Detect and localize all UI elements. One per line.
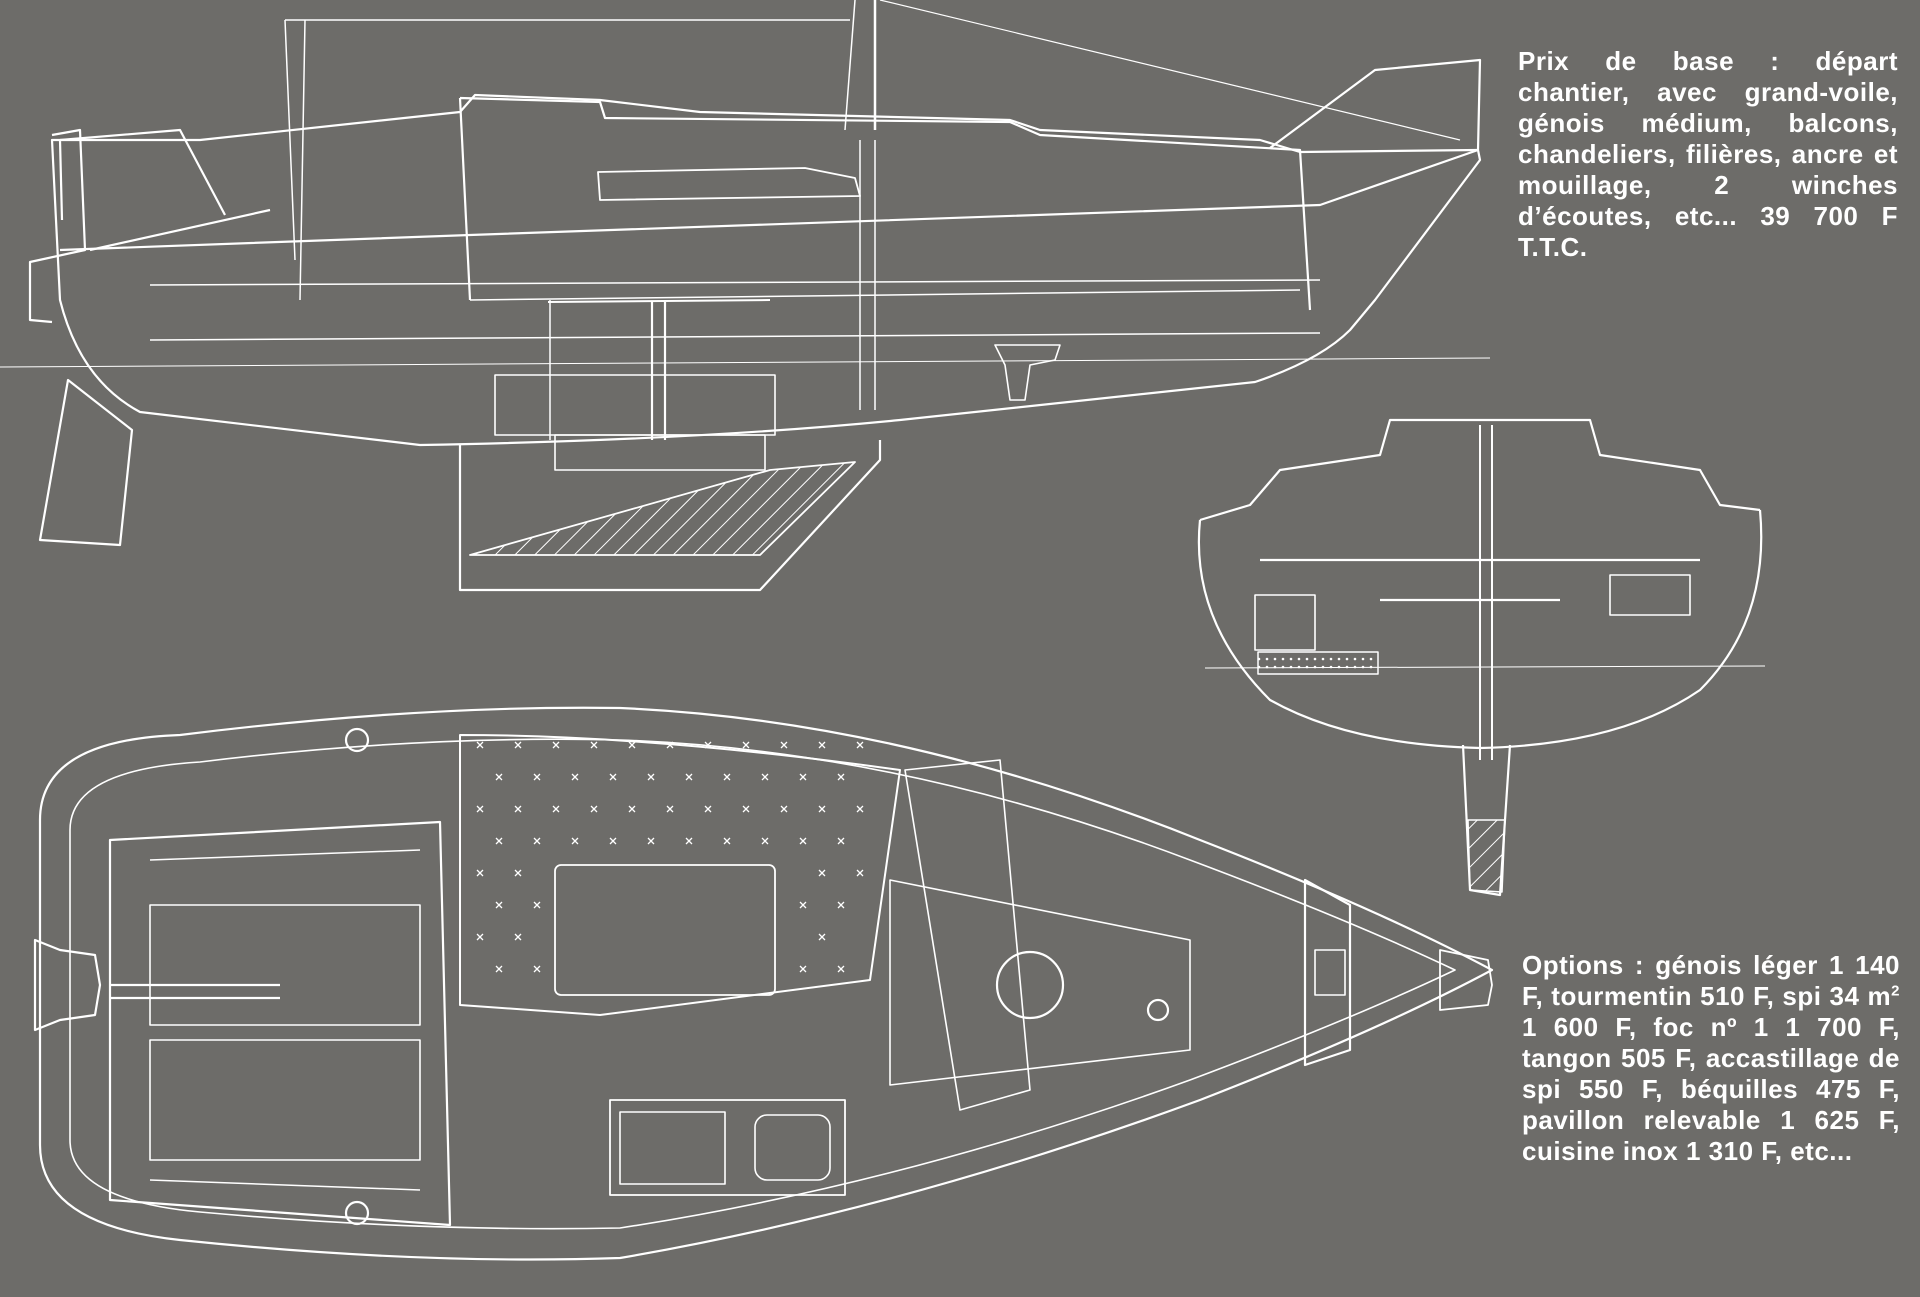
cushion-cross — [533, 965, 541, 973]
section-deck — [1199, 418, 1761, 522]
cushion-cross — [495, 965, 503, 973]
cushion-cross — [704, 805, 712, 813]
cabin-top — [458, 96, 1312, 311]
cushion-cross — [856, 741, 864, 749]
cushion-cross — [476, 805, 484, 813]
cushion-cross — [590, 805, 598, 813]
cushion-cross — [818, 933, 826, 941]
options-superscript: 2 — [1891, 982, 1900, 1000]
section-floor — [1257, 651, 1379, 675]
bow-pulpit — [1269, 58, 1482, 151]
cushion-cross — [552, 741, 560, 749]
cushion-cross — [666, 805, 674, 813]
options-text-part1: Options : génois léger 1 140 F, tourment… — [1522, 950, 1900, 1011]
cushion-cross — [685, 773, 693, 781]
cushion-cross — [685, 837, 693, 845]
waterline-side — [0, 357, 1491, 368]
keel-ballast — [469, 461, 856, 556]
rudder — [38, 378, 134, 547]
base-price-caption: Prix de base : départ chantier, avec gra… — [1518, 46, 1898, 262]
cushion-cross — [533, 901, 541, 909]
cushion-cross — [818, 805, 826, 813]
cushion-cross — [476, 869, 484, 877]
transom — [28, 128, 87, 324]
cushion-cross — [666, 741, 674, 749]
cabin-window — [597, 167, 861, 201]
cushion-cross — [552, 805, 560, 813]
cushion-cross — [533, 837, 541, 845]
saloon-cushions — [459, 734, 901, 1016]
deck-plan-view — [33, 706, 1494, 1261]
cushion-cross — [514, 805, 522, 813]
cross-section-view — [1197, 418, 1766, 897]
cushion-cross — [647, 837, 655, 845]
options-text-part2: 1 600 F, foc nº 1 1 700 F, tangon 505 F,… — [1522, 1012, 1900, 1166]
cushion-cross — [514, 869, 522, 877]
cushion-cross — [476, 933, 484, 941]
cockpit — [108, 820, 452, 1227]
cushion-cross — [761, 773, 769, 781]
options-caption: Options : génois léger 1 140 F, tourment… — [1522, 950, 1900, 1167]
galley-counter — [609, 1099, 846, 1196]
cushion-cross — [628, 741, 636, 749]
toilet-plan — [995, 950, 1065, 1020]
cushion-cross — [799, 837, 807, 845]
sink — [754, 1114, 831, 1181]
cushion-cross — [514, 933, 522, 941]
cushion-cross — [609, 837, 617, 845]
cushion-cross — [780, 741, 788, 749]
cushion-cross — [799, 965, 807, 973]
cushion-cross — [647, 773, 655, 781]
cushion-cross — [837, 837, 845, 845]
pushpit — [58, 128, 271, 252]
hull-profile — [50, 93, 1482, 447]
cushion-cross — [628, 805, 636, 813]
cushion-cross — [856, 869, 864, 877]
cushion-cross — [780, 805, 788, 813]
cushion-cross — [723, 837, 731, 845]
stern-fitting — [33, 938, 102, 1032]
cushion-cross — [533, 773, 541, 781]
cushion-cross — [856, 805, 864, 813]
cushion-cross — [837, 773, 845, 781]
cushion-cross — [818, 869, 826, 877]
deck-line — [59, 148, 1479, 252]
side-profile-view — [0, 0, 1491, 592]
fore-hatch — [1303, 878, 1352, 1067]
cushion-cross — [514, 741, 522, 749]
cushion-cross — [761, 837, 769, 845]
keel — [458, 440, 882, 592]
bow-fitting — [1439, 949, 1493, 1011]
plan-hull-outline — [38, 706, 1494, 1261]
cushion-cross — [495, 773, 503, 781]
cushion-cross — [837, 901, 845, 909]
cushion-cross — [609, 773, 617, 781]
cushion-cross — [495, 837, 503, 845]
cushion-cross — [742, 741, 750, 749]
cushion-pattern — [476, 741, 864, 973]
cushion-cross — [818, 741, 826, 749]
cushion-cross — [742, 805, 750, 813]
cushion-cross — [704, 741, 712, 749]
cushion-cross — [723, 773, 731, 781]
cushion-cross — [799, 901, 807, 909]
stove — [619, 1111, 726, 1185]
cushion-cross — [571, 773, 579, 781]
cushion-cross — [571, 837, 579, 845]
cushion-cross — [837, 965, 845, 973]
cushion-cross — [590, 741, 598, 749]
cushion-cross — [799, 773, 807, 781]
cushion-cross — [476, 741, 484, 749]
cushion-cross — [495, 901, 503, 909]
